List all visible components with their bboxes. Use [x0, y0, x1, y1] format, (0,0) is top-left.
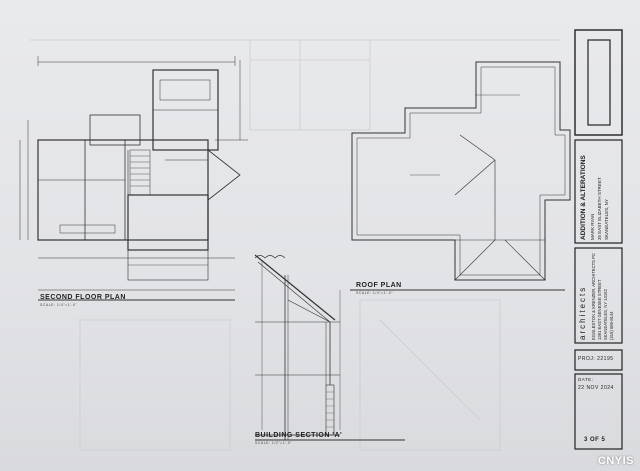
- title-block: [574, 29, 623, 450]
- second-floor-plan-scale: SCALE: 1/4"=1'-0": [40, 303, 78, 307]
- sheet-number: 3 OF 5: [584, 437, 606, 443]
- second-floor-plan: [19, 56, 248, 301]
- second-floor-plan-title: SECOND FLOOR PLAN: [40, 294, 126, 301]
- project-line-1: MARK RYAN: [590, 213, 595, 240]
- project-line-3: SKANEATELES, NY: [604, 199, 609, 240]
- project-title: ADDITION & ALTERATIONS: [580, 155, 587, 240]
- firm-line-3: SKANEATELES, NY 13152: [603, 289, 608, 340]
- date-label: DATE:: [578, 377, 594, 382]
- building-section-scale: SCALE: 1/2"=1'-0": [255, 441, 293, 445]
- roof-plan-scale: SCALE: 1/4"=1'-0": [356, 291, 394, 295]
- project-line-2: 35 EAST ELIZABETH STREET: [597, 177, 602, 240]
- firm-line-4: (315) 685-8144: [609, 311, 614, 340]
- watermark: CNYIS: [597, 455, 634, 467]
- roof-plan: [350, 61, 571, 291]
- building-section-title: BUILDING SECTION 'A': [255, 432, 343, 439]
- firm-line-1: EGGLESTON & KRENZER, ARCHITECTS PC: [591, 253, 596, 340]
- firm-line-2: 1391 EAST GENESEE STREET: [597, 279, 602, 340]
- building-section: [254, 254, 405, 441]
- date-value: 22 NOV 2024: [578, 385, 614, 391]
- project-number: PROJ: 22195: [578, 356, 614, 362]
- firm-name: architects: [578, 285, 587, 340]
- roof-plan-title: ROOF PLAN: [356, 282, 402, 289]
